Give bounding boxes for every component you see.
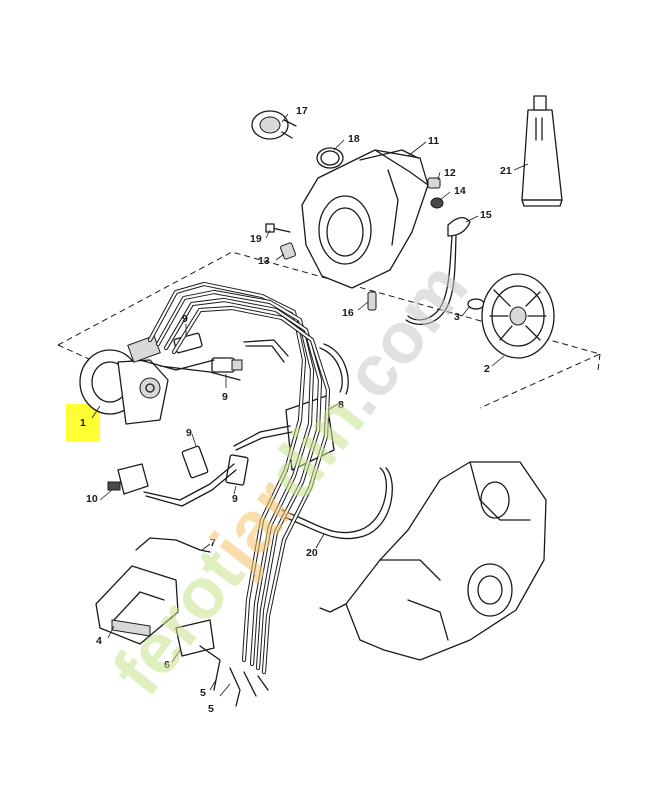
callout-9-a: 9 bbox=[182, 313, 188, 325]
callout-2: 2 bbox=[484, 363, 490, 375]
part-1-ignition-module bbox=[79, 335, 169, 425]
callout-3: 3 bbox=[454, 311, 460, 323]
part-15-hose bbox=[405, 217, 471, 325]
part-9-connector-mid bbox=[181, 445, 209, 479]
part-19-screw bbox=[265, 223, 291, 233]
callout-16: 16 bbox=[342, 307, 354, 319]
callout-15: 15 bbox=[480, 209, 492, 221]
callout-8: 8 bbox=[338, 399, 344, 411]
callout-12: 12 bbox=[444, 167, 456, 179]
part-9-connector-upper bbox=[211, 357, 243, 373]
part-21-grease-tube bbox=[521, 95, 563, 207]
part-7-wire-clip bbox=[135, 537, 211, 553]
part-2-flywheel bbox=[481, 273, 555, 359]
ignition-cable-harness bbox=[139, 281, 349, 707]
part-20-hose bbox=[281, 467, 393, 540]
callout-9-c: 9 bbox=[186, 427, 192, 439]
part-17-cap bbox=[251, 110, 297, 140]
callout-9-d: 9 bbox=[232, 493, 238, 505]
callout-1-highlight bbox=[66, 404, 100, 442]
callout-19: 19 bbox=[250, 233, 262, 245]
callout-14: 14 bbox=[454, 185, 466, 197]
callout-5-a: 5 bbox=[200, 687, 206, 699]
part-12-bushing bbox=[427, 177, 441, 189]
callout-4: 4 bbox=[96, 635, 102, 647]
callout-17: 17 bbox=[296, 105, 308, 117]
callout-20: 20 bbox=[306, 547, 318, 559]
callout-6: 6 bbox=[164, 659, 170, 671]
callout-11: 11 bbox=[428, 135, 439, 147]
callout-10: 10 bbox=[86, 493, 98, 505]
part-18-o-ring bbox=[316, 147, 344, 169]
part-11-fan-housing bbox=[301, 149, 429, 289]
callout-9-b: 9 bbox=[222, 391, 228, 403]
callout-13: 13 bbox=[258, 255, 270, 267]
callout-1: 1 bbox=[80, 417, 86, 429]
part-4-switch-shaft bbox=[95, 565, 179, 645]
leader-lines bbox=[91, 113, 529, 697]
callout-5-b: 5 bbox=[208, 703, 214, 715]
part-6-contact-spring bbox=[175, 619, 215, 657]
part-16-sensor bbox=[367, 291, 377, 311]
callout-labels: 17 18 11 12 14 15 21 19 13 16 3 2 1 9 9 … bbox=[80, 105, 512, 715]
callout-18: 18 bbox=[348, 133, 360, 145]
callout-7: 7 bbox=[210, 537, 216, 549]
part-13-sleeve bbox=[280, 242, 296, 260]
part-14-grommet bbox=[430, 197, 444, 209]
part-10-switch bbox=[107, 463, 149, 495]
callout-21: 21 bbox=[500, 165, 512, 177]
crankcase-housing bbox=[319, 461, 547, 661]
